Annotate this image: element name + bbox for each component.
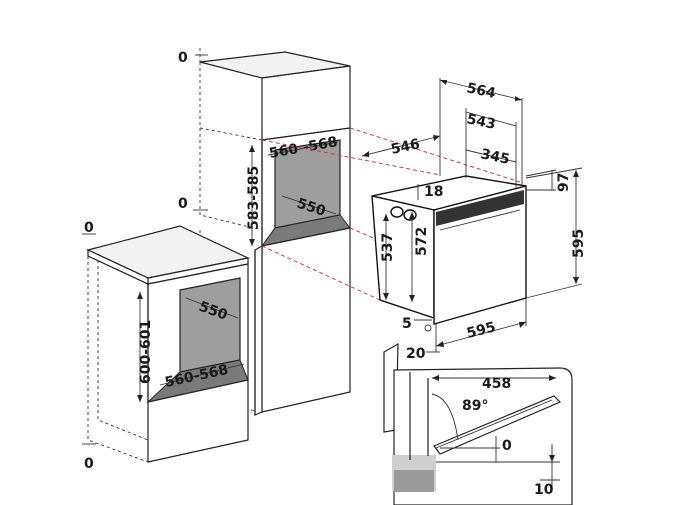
tall-cabinet-upper-front — [261, 65, 351, 141]
oven-depth-side: 546 — [390, 136, 422, 158]
door-panel — [433, 395, 562, 455]
door-angle: 89° — [462, 398, 488, 414]
under-counter-base — [147, 379, 249, 463]
oven: 564 543 546 345 18 97 595 537 — [361, 78, 587, 362]
under-counter-niche-back — [179, 277, 241, 373]
oven-bottom-gap: 5 — [402, 316, 412, 332]
tall-cabinet-lower-front — [261, 227, 351, 413]
oven-panel-height: 97 — [556, 173, 572, 192]
oven-height-body: 537 — [380, 233, 396, 262]
detail-frame — [393, 367, 573, 505]
oven-height-inner: 572 — [414, 227, 430, 256]
oven-front-offset: 18 — [424, 184, 443, 200]
oven-front-gap: 20 — [406, 346, 426, 362]
oven-depth-total: 564 — [465, 80, 497, 102]
knob-icon — [390, 206, 404, 218]
tall-niche-height: 583-585 — [246, 166, 262, 230]
door-detail: 458 89° 0 10 — [383, 342, 573, 505]
door-length: 458 — [482, 376, 511, 392]
tall-zero-mid: 0 — [178, 196, 188, 212]
under-counter-cabinet: 0 0 600-601 550 560-568 — [82, 220, 250, 472]
oven-depth-top-panel: 345 — [479, 146, 511, 168]
oven-control-panel — [436, 190, 524, 226]
under-zero-bottom: 0 — [84, 456, 94, 472]
door-gap-zero: 0 — [502, 438, 512, 454]
oven-height-total: 595 — [571, 229, 587, 258]
tall-zero-top: 0 — [178, 50, 188, 66]
oven-depth-body: 543 — [465, 111, 497, 133]
under-niche-height: 600-601 — [138, 320, 154, 384]
tall-cabinet: 0 0 583-585 560 -568 550 — [178, 48, 351, 416]
under-zero-top: 0 — [84, 220, 94, 236]
oven-width: 595 — [465, 319, 497, 342]
door-gap-ten: 10 — [534, 482, 554, 498]
